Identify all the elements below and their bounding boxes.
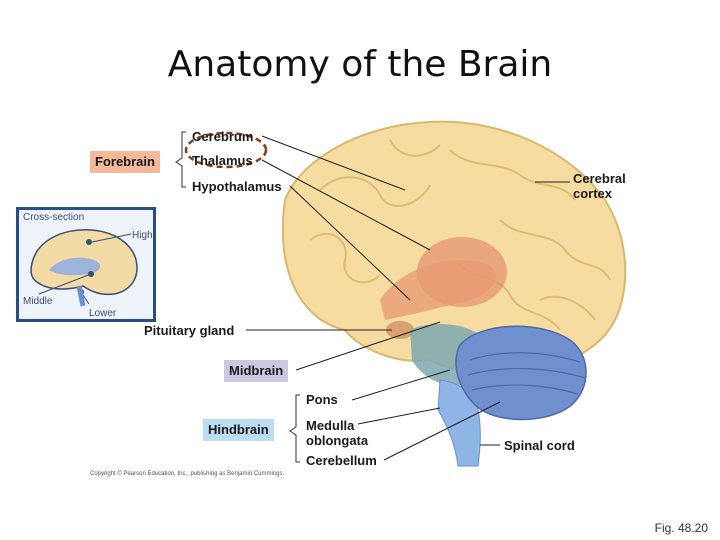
inset-label-higher: Higher	[132, 230, 153, 241]
cerebellum-shape	[455, 325, 587, 421]
copyright-credit: Copyright © Pearson Education, Inc., pub…	[90, 471, 285, 477]
label-pons: Pons	[306, 392, 338, 407]
inset-title: Cross-section	[23, 212, 85, 223]
forebrain-bracket	[175, 131, 186, 188]
label-hypothalamus: Hypothalamus	[192, 179, 282, 194]
label-medulla-2: oblongata	[306, 433, 369, 448]
page-title: Anatomy of the Brain	[167, 44, 553, 85]
label-spinal-cord: Spinal cord	[504, 438, 575, 453]
inset-label-middle: Middle	[23, 296, 53, 307]
hypothalamus-shape	[380, 260, 497, 320]
region-hindbrain: Hindbrain	[203, 419, 274, 441]
label-pituitary-gland: Pituitary gland	[144, 323, 235, 338]
region-midbrain: Midbrain	[224, 360, 289, 382]
region-forebrain: Forebrain	[90, 151, 160, 173]
cross-section-diagram	[30, 229, 138, 307]
label-thalamus: Thalamus	[192, 153, 253, 168]
label-medulla-1: Medulla	[306, 418, 355, 433]
highlight-ellipse	[184, 131, 268, 169]
cerebellum-folia	[467, 352, 586, 395]
leader-lines	[246, 135, 570, 461]
label-cerebrum: Cerebrum	[192, 129, 254, 144]
pituitary-shape	[386, 321, 414, 339]
label-cerebellum: Cerebellum	[306, 453, 377, 468]
label-cerebral-cortex-1: Cerebral	[573, 171, 626, 186]
cross-section-inset: Cross-section Higher Middle Lower	[16, 207, 156, 322]
inset-label-lower: Lower	[89, 308, 117, 319]
label-cerebral-cortex-2: cortex	[573, 186, 613, 201]
hindbrain-bracket	[289, 394, 300, 463]
figure-number: Fig. 48.20	[654, 521, 708, 535]
